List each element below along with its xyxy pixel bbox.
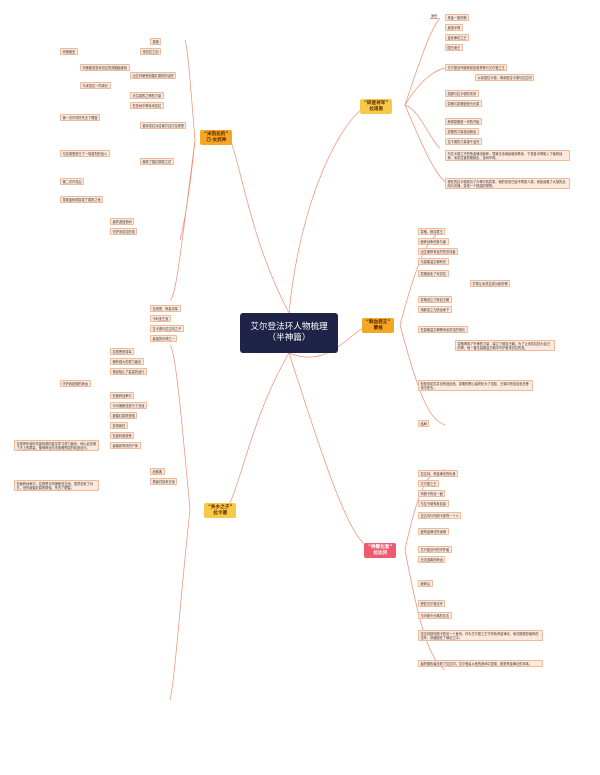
leaf: 蒙格掳走了米凯拉 — [418, 270, 449, 277]
leaf: 导致盖利德变成了腐败之地 — [60, 196, 104, 203]
leaf: 蒙格的力量源自鲜血 — [445, 128, 479, 135]
leaf: 蒙格创立了鲜血王朝 — [418, 296, 452, 303]
leaf: 打算让米凯拉成为新的神 — [470, 280, 511, 287]
leaf: 国王席王 — [445, 44, 463, 51]
leaf: 最强的半神之一 — [150, 335, 178, 342]
leaf: 蒙格，鲜血君王 — [418, 228, 446, 235]
leaf: 在圣树中等待米凯拉 — [130, 102, 164, 109]
leaf: 英雄 — [150, 38, 162, 45]
leaf: 拉达冈与玛丽卡是同一个人 — [418, 512, 462, 519]
branch-label: 刀-女武神 — [206, 137, 227, 143]
leaf: 拉达冈，黄金律法的化身 — [418, 470, 459, 477]
leaf: 拥有强大的重力魔法 — [110, 358, 144, 365]
leaf: 第二次开花后 — [60, 178, 85, 185]
paragraph: 但是米凯拉并没有回应他。蒙格的野心最终化为了泡影，王朝中的信徒也在等待中死去。 — [418, 380, 533, 391]
leaf: 艾尔登之王 — [418, 480, 439, 487]
branch-label: 拉达冈 — [373, 550, 388, 556]
root-subtitle: （半神篇） — [267, 333, 311, 343]
leaf: 与拉卡德有着血缘 — [418, 500, 449, 507]
branch-rykard[interactable]: “失乡之子” 拉卡德 — [204, 503, 237, 519]
leaf: 守护米凯拉的茧 — [110, 228, 138, 235]
leaf: 结局 — [418, 420, 430, 427]
paragraph: 拉达冈是玛丽卡的另一个身份，作为艾尔登之王守护着黄金律法，他试图修复破碎的法环，… — [418, 630, 543, 641]
leaf: 战祭典 — [150, 468, 165, 475]
leaf: 最终返回圣树 — [110, 218, 135, 225]
leaf: 金色律法之王 — [445, 34, 470, 41]
paragraph: 蒙格得到了外神的力量，建立了鲜血王朝，为了让米凯拉成为自己的神，他一直在莫格温王… — [455, 340, 555, 351]
branch-label: “失乡之子” — [208, 505, 233, 510]
branch-radahn[interactable]: “碎星将军” 拉塔恩 — [360, 99, 393, 115]
leaf: 破碎后 — [418, 580, 433, 587]
branch-label: 拉卡德 — [213, 510, 228, 516]
branch-radagon[interactable]: “神躯化者” 拉达冈 — [364, 543, 397, 559]
paragraph: 在破碎战争中，拉塔恩与玛莲妮亚交战，虽然击败了对方，但也被猩红腐败侵蚀，失去了理… — [14, 480, 99, 491]
leaf: 守护着菈妮的命运 — [60, 380, 91, 387]
leaf: 与玛莲妮亚进行了决战 — [110, 402, 147, 409]
leaf: 米凯拉之剑 — [140, 48, 161, 55]
leaf: 被猩红腐败侵蚀 — [110, 412, 138, 419]
branch-label: 蒙格 — [373, 325, 383, 331]
leaf: 与拉塔恩进行了一场激烈的战斗 — [60, 150, 110, 157]
leaf: 被黄金律法所束缚 — [418, 528, 449, 535]
branch-label: “碎星将军” — [364, 101, 389, 106]
paragraph: 现在的拉卡德成为了众神中的异类，他的形态已经不再是人类，而是吞噬了大量的血肉与灵… — [445, 178, 570, 189]
branch-label: 拉塔恩 — [369, 106, 384, 112]
leaf: 黄金一族的神 — [445, 14, 470, 21]
leaf: 获得蒙格是一切的开始 — [445, 118, 482, 125]
leaf: 天生腐败之神的力量 — [130, 92, 164, 99]
leaf: 与莫格温王朝有关 — [418, 258, 449, 265]
leaf: 与米凯拉一同成长 — [80, 82, 111, 89]
leaf: 玛丽卡的另一面 — [418, 490, 446, 497]
leaf: 无法逃离的命运 — [418, 556, 446, 563]
leaf: 艾尔登法环的守护者 — [418, 546, 452, 553]
root-title: 艾尔登法环人物梳理 — [250, 322, 328, 332]
leaf: 用鲜血之力统治地下 — [418, 306, 452, 313]
leaf: 父亲是拉卡德，母亲是拉卡德与拉达冈 — [475, 74, 535, 81]
leaf: 在莫格温王朝等待米凯拉的成长 — [418, 326, 468, 333]
leaf: 释放了猩红腐败之花 — [140, 158, 174, 165]
leaf: 破碎战争的参与者 — [418, 238, 449, 245]
leaf: 在破碎战争中 — [110, 392, 135, 399]
leaf: 出生时便受到猩红腐败的诅咒 — [130, 72, 177, 79]
branch-label: “神躯化者” — [368, 545, 393, 550]
leaf: 修复艾尔登法环 — [418, 600, 446, 607]
branch-label: “鲜血君王” — [366, 320, 391, 325]
branch-malenia[interactable]: “米凯拉的” 刀-女武神 — [200, 130, 233, 146]
leaf: 玛莲妮亚 — [60, 48, 78, 55]
leaf: 拉塔恩是将军 — [110, 348, 135, 355]
leaf: 被米凯拉派往南方征讨拉塔恩 — [140, 122, 187, 129]
leaf: 玛莲妮亚是米凯拉的双胞胎妹妹 — [80, 64, 130, 71]
leaf: 艾尔登法环破碎前是老恶神与艾尔登之王 — [445, 64, 508, 71]
leaf: 卡利亚王室 — [150, 315, 171, 322]
leaf: 变得疯狂 — [110, 422, 128, 429]
leaf: 在盖利德游荡 — [110, 432, 135, 439]
leaf: 拉卡德与拉达冈之子 — [150, 325, 184, 332]
leaf: 菈妮与拉卡德的关系 — [445, 90, 479, 97]
leaf: 拉卡德的力量源于诅咒 — [445, 138, 482, 145]
paragraph: 最终褪色者击败了拉达冈，艾尔登兽从他的身体中显现，那是黄金律法的本体。 — [418, 660, 543, 667]
leaf: 蒙格与蒙格婆婆为兄弟 — [445, 100, 482, 107]
paragraph: 拉塔恩年轻时向盖利德的星空学习重力魔法，他以此压制了天上的群星，使得命运无法按照… — [14, 440, 99, 451]
leaf: 第一次开花时失去了理智 — [60, 114, 101, 121]
branch-header[interactable]: 身份 — [430, 14, 439, 19]
leaf: 与玛丽卡分离的意志 — [418, 612, 452, 619]
leaf: 拉塔恩，碎星将军 — [150, 305, 181, 312]
leaf: 最强半神 — [445, 24, 463, 31]
branch-mohg[interactable]: “鲜血君王” 蒙格 — [362, 318, 395, 334]
leaf: 吞噬着同伴的尸体 — [110, 442, 141, 449]
root-node[interactable]: 艾尔登法环人物梳理 （半神篇） — [240, 313, 338, 353]
leaf: 曾经阻止了星星的运行 — [110, 368, 147, 375]
branch-label: “米凯拉的” — [204, 132, 229, 137]
leaf: 勇者们前来讨伐 — [150, 478, 178, 485]
paragraph: 与拉卡德之子的黄金律法破碎，导致无法继续维持秩序，于是各半神陷入了破碎战争。米凯… — [445, 150, 570, 161]
leaf: 出生便带有诅咒的忌讳者 — [418, 248, 459, 255]
